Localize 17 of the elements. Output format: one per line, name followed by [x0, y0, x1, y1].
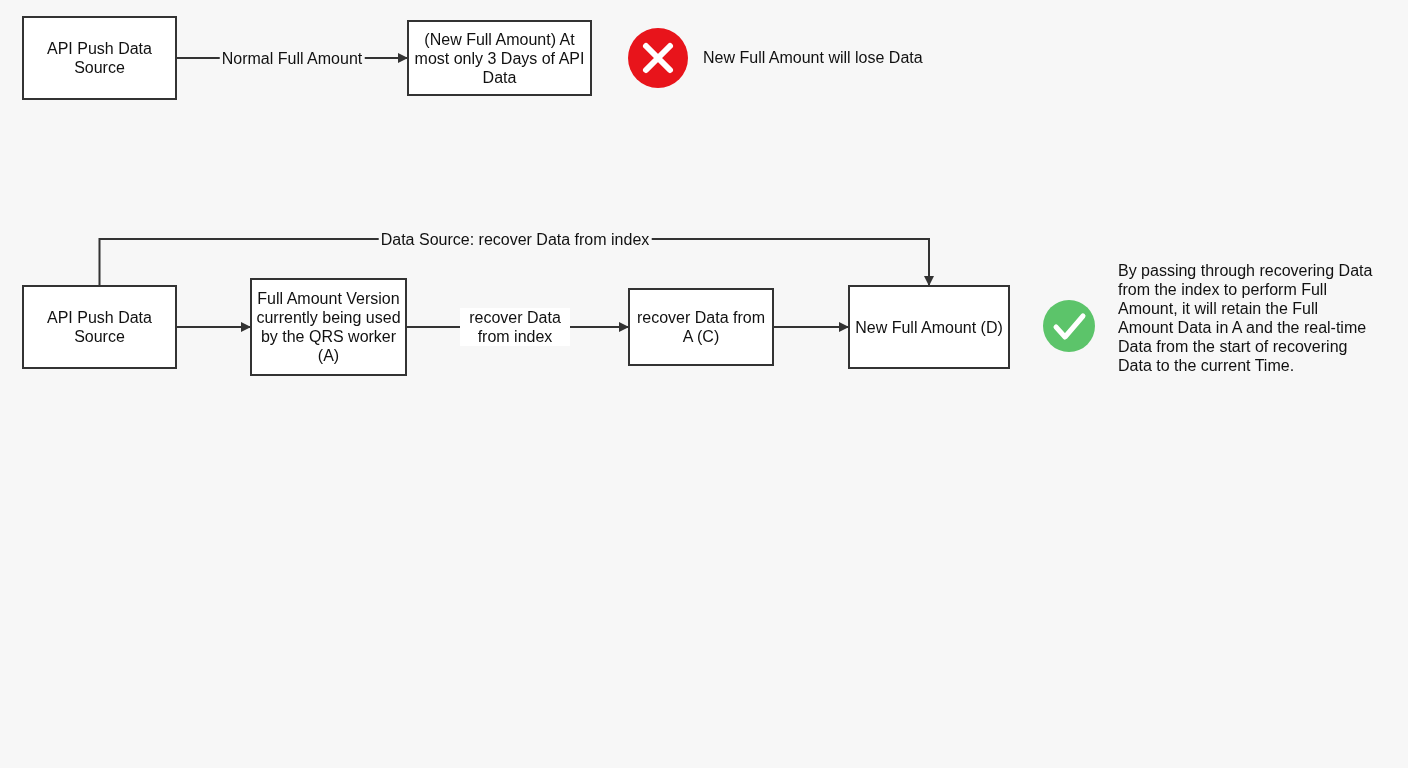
- box-text: recover Data from A (C): [635, 308, 766, 346]
- edge-label: recover Data from index: [460, 308, 570, 346]
- arrow: [176, 322, 251, 332]
- process-box: [628, 288, 774, 366]
- box-text: API Push Data Source: [46, 308, 153, 346]
- note-text: By passing through recovering Data from the index to perform Full Amount, it will retain the Full Amount Data in A and the real-time Data from the start of recovering Data to the current Time.: [1118, 261, 1373, 375]
- box-text: (New Full Amount) At most only 3 Days of API Data: [413, 29, 586, 87]
- process-box: [22, 285, 177, 369]
- process-box: [22, 16, 177, 100]
- process-box: [250, 278, 407, 376]
- note-text: New Full Amount will lose Data: [703, 48, 923, 67]
- process-box: [848, 285, 1010, 369]
- process-box: [407, 20, 592, 96]
- box-text: API Push Data Source: [46, 39, 153, 77]
- arrow: [773, 322, 849, 332]
- box-text: New Full Amount (D): [855, 317, 1003, 337]
- box-text: Full Amount Version currently being used by the QRS worker (A): [256, 289, 401, 365]
